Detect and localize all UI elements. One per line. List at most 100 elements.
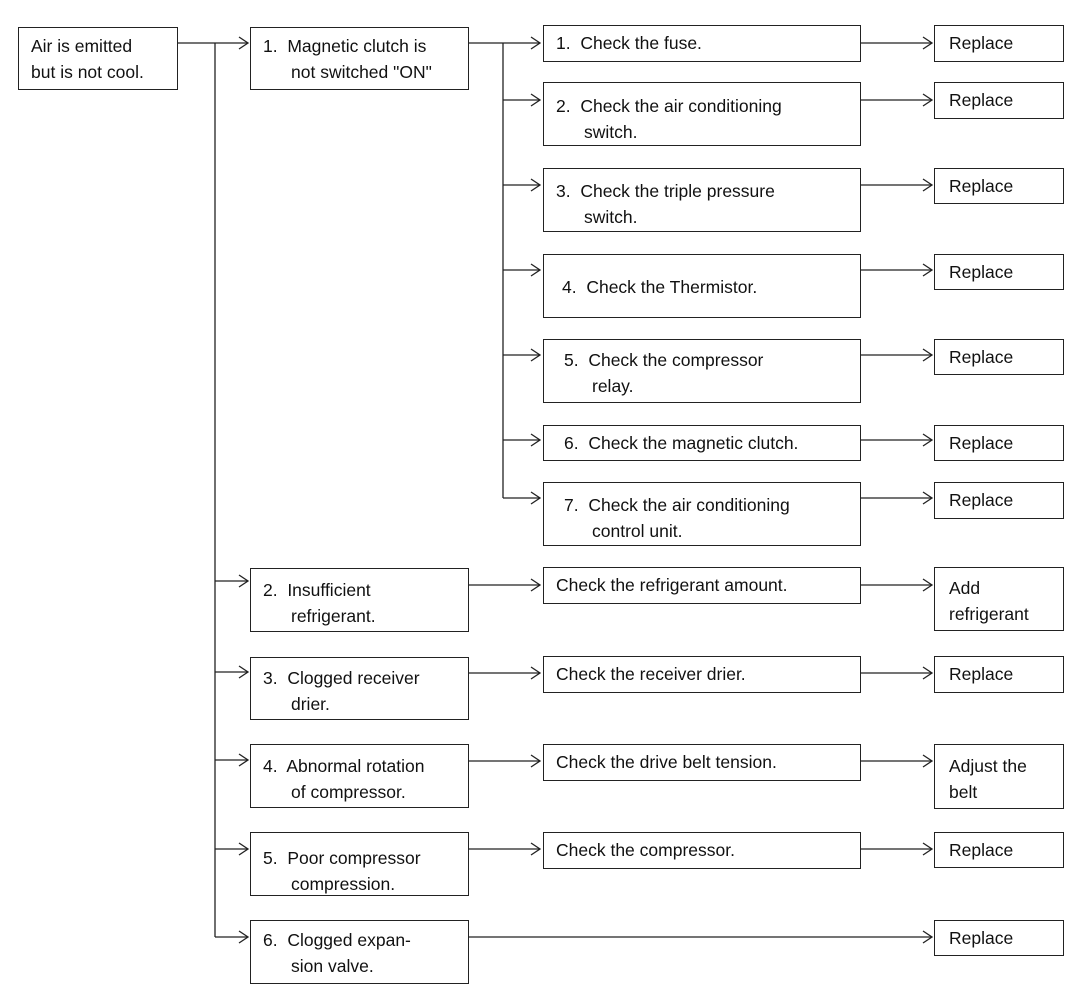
cause-2-line-2: refrigerant. [291,606,376,626]
check-6-line-1: 6. Check the magnetic clutch. [564,433,799,453]
cause-6-line-1: 6. Clogged expan- [263,930,411,950]
check-3-line-2: switch. [584,207,638,227]
action-box-expansion-valve: Replace [934,920,1064,956]
arrowhead [530,666,542,680]
arrowhead [530,348,542,362]
cause-3-line-2: drier. [291,694,330,714]
action-box-6: Replace [934,425,1064,461]
arrowhead [922,36,934,50]
arrowhead [530,263,542,277]
arrowhead [238,753,250,767]
action-box-add-refrigerant: Add refrigerant [934,567,1064,631]
action-box-3: Replace [934,168,1064,204]
action-box-compressor: Replace [934,832,1064,868]
action-6-line-1: Replace [949,433,1014,453]
cause-1-line-2: not switched "ON" [291,62,432,82]
check-3-line-1: 3. Check the triple pressure [556,181,775,201]
arrowhead [922,433,934,447]
action-add-refrigerant-line-2: refrigerant [949,604,1029,624]
action-7-line-1: Replace [949,490,1014,510]
action-box-adjust-belt: Adjust the belt [934,744,1064,809]
check-compressor-line-1: Check the compressor. [556,840,735,860]
arrowhead [922,263,934,277]
arrowhead [922,842,934,856]
arrowhead [922,491,934,505]
check-box-3: 3. Check the triple pressure switch. [543,168,861,232]
action-box-7: Replace [934,482,1064,519]
action-box-2: Replace [934,82,1064,119]
arrowhead [922,666,934,680]
cause-box-5: 5. Poor compressor compression. [250,832,469,896]
check-4-line-1: 4. Check the Thermistor. [562,277,758,297]
action-adjust-belt-line-1: Adjust the [949,756,1027,776]
action-box-4: Replace [934,254,1064,290]
symptom-line-1: Air is emitted [31,36,133,56]
check-7-line-1: 7. Check the air conditioning [564,495,790,515]
action-2-line-1: Replace [949,90,1014,110]
action-4-line-1: Replace [949,262,1014,282]
check-box-belt: Check the drive belt tension. [543,744,861,781]
check-5-line-2: relay. [592,376,634,396]
symptom-box: Air is emitted but is not cool. [18,27,178,90]
cause-1-line-1: 1. Magnetic clutch is [263,36,427,56]
check-2-line-2: switch. [584,122,638,142]
arrowhead [922,578,934,592]
arrowhead [530,93,542,107]
cause-3-line-1: 3. Clogged receiver [263,668,420,688]
action-box-5: Replace [934,339,1064,375]
check-7-line-2: control unit. [592,521,683,541]
check-box-refrigerant: Check the refrigerant amount. [543,567,861,604]
check-belt-line-1: Check the drive belt tension. [556,752,777,772]
action-box-1: Replace [934,25,1064,62]
check-receiver-line-1: Check the receiver drier. [556,664,746,684]
action-compressor-line-1: Replace [949,840,1014,860]
arrowhead [922,178,934,192]
cause-5-line-2: compression. [291,874,396,894]
cause-box-6: 6. Clogged expan- sion valve. [250,920,469,984]
arrowhead [530,178,542,192]
arrowhead [238,842,250,856]
arrowhead [530,36,542,50]
arrowhead [530,491,542,505]
arrowhead [530,578,542,592]
arrowhead [238,665,250,679]
cause-4-line-1: 4. Abnormal rotation [263,756,425,776]
arrowhead [238,574,250,588]
check-box-1: 1. Check the fuse. [543,25,861,62]
arrowhead [530,842,542,856]
check-box-6: 6. Check the magnetic clutch. [543,425,861,461]
action-add-refrigerant-line-1: Add [949,578,981,598]
cause-box-1: 1. Magnetic clutch is not switched "ON" [250,27,469,90]
arrowhead [922,93,934,107]
action-3-line-1: Replace [949,176,1014,196]
check-refrigerant-line-1: Check the refrigerant amount. [556,575,788,595]
arrowhead [238,36,250,50]
action-adjust-belt-line-2: belt [949,782,978,802]
arrowhead [530,754,542,768]
check-box-4: 4. Check the Thermistor. [543,254,861,318]
arrowhead [238,930,250,944]
cause-6-line-2: sion valve. [291,956,374,976]
action-box-receiver: Replace [934,656,1064,693]
arrowhead [922,348,934,362]
arrowhead [922,930,934,944]
cause-2-line-1: 2. Insufficient [263,580,371,600]
action-expansion-valve-line-1: Replace [949,928,1014,948]
action-1-line-1: Replace [949,33,1014,53]
check-box-7: 7. Check the air conditioning control un… [543,482,861,546]
check-2-line-1: 2. Check the air conditioning [556,96,782,116]
check-box-2: 2. Check the air conditioning switch. [543,82,861,146]
arrowhead [922,754,934,768]
action-receiver-line-1: Replace [949,664,1014,684]
arrowhead [530,433,542,447]
cause-box-4: 4. Abnormal rotation of compressor. [250,744,469,808]
action-5-line-1: Replace [949,347,1014,367]
cause-box-2: 2. Insufficient refrigerant. [250,568,469,632]
check-box-receiver: Check the receiver drier. [543,656,861,693]
check-1-line-1: 1. Check the fuse. [556,33,702,53]
cause-5-line-1: 5. Poor compressor [263,848,421,868]
check-box-5: 5. Check the compressor relay. [543,339,861,403]
check-box-compressor: Check the compressor. [543,832,861,869]
cause-box-3: 3. Clogged receiver drier. [250,657,469,720]
